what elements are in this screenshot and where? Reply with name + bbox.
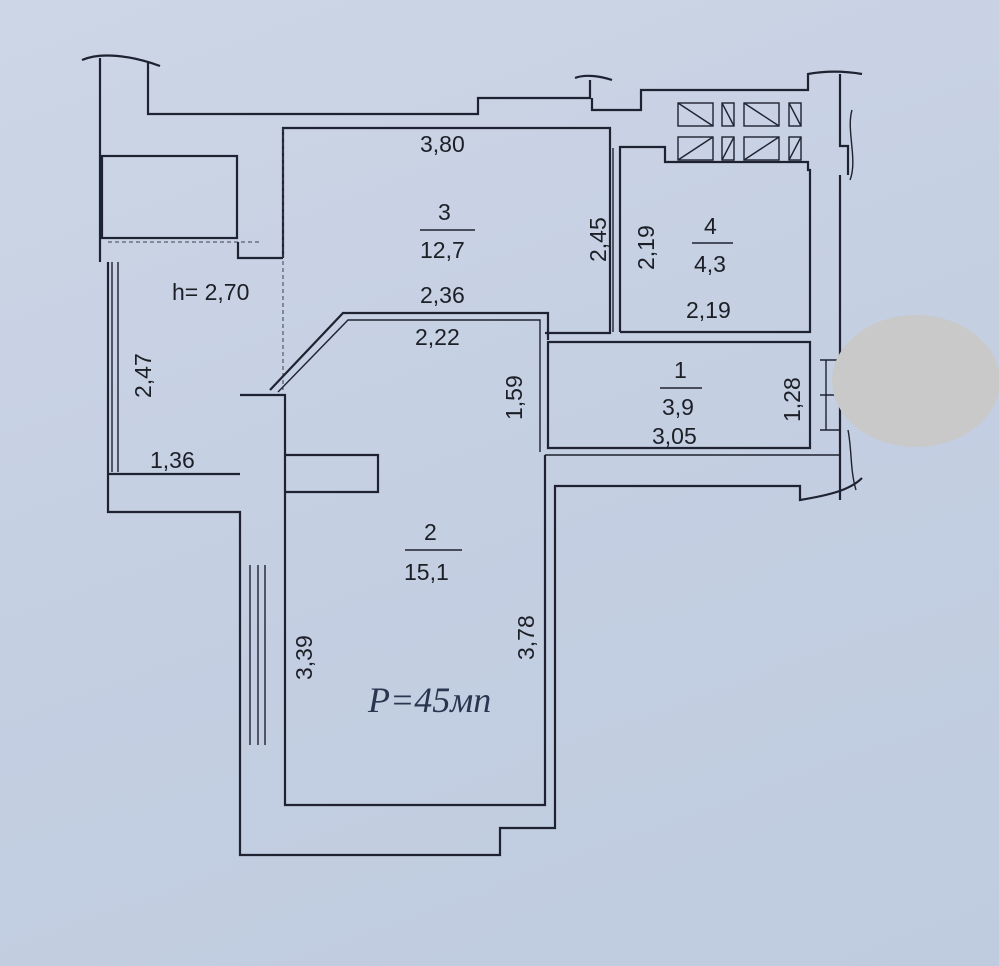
- room-1-number: 1: [674, 357, 687, 383]
- dim-room1-bottom: 3,05: [652, 423, 697, 449]
- room-1-walls: [545, 340, 840, 456]
- room-4-area: 4,3: [694, 251, 726, 277]
- room-3-area: 12,7: [420, 237, 465, 263]
- dim-room3-bottom: 2,36: [420, 282, 465, 308]
- dim-room3-top: 3,80: [420, 131, 465, 157]
- dim-balcony-bottom: 1,36: [150, 447, 195, 473]
- room-2-number: 2: [424, 519, 437, 545]
- dim-room2-top: 2,22: [415, 324, 460, 350]
- handwritten-note: Р=45мп: [367, 680, 491, 720]
- ceiling-height: h= 2,70: [172, 279, 249, 305]
- room-2-walls: [240, 311, 550, 807]
- dim-room4-side: 2,19: [633, 225, 659, 270]
- dim-room2-left: 3,39: [291, 635, 317, 680]
- room-3-number: 3: [438, 199, 451, 225]
- dim-room1-left: 1,59: [501, 375, 527, 420]
- room-4-walls: [612, 145, 812, 334]
- room-4-number: 4: [704, 213, 717, 239]
- dim-balcony-side: 2,47: [130, 353, 156, 398]
- dim-room4-bottom: 2,19: [686, 297, 731, 323]
- exterior-walls: [81, 54, 863, 857]
- room-1-area: 3,9: [662, 394, 694, 420]
- dim-room1-right: 1,28: [779, 377, 805, 422]
- dim-room2-right: 3,78: [513, 615, 539, 660]
- redaction-circle: [832, 315, 999, 447]
- room-3-walls: [281, 126, 612, 390]
- ventilation-shafts: [677, 102, 802, 161]
- dim-room3-side: 2,45: [585, 217, 611, 262]
- balcony: [100, 154, 283, 476]
- room-2-area: 15,1: [404, 559, 449, 585]
